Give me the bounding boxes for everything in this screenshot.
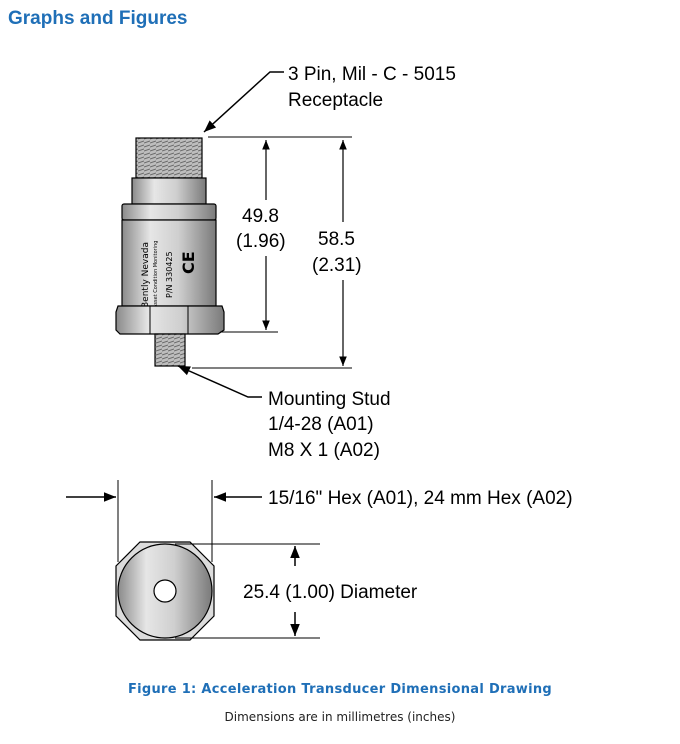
hex-label: 15/16" Hex (A01), 24 mm Hex (A02) (268, 488, 573, 509)
diameter-label: 25.4 (1.00) Diameter (243, 582, 418, 603)
stud-label-line1: Mounting Stud (268, 389, 391, 410)
connector-label-line2: Receptacle (288, 90, 383, 111)
connector-label-line1: 3 Pin, Mil - C - 5015 (288, 64, 456, 85)
units-note: Dimensions are in millimetres (inches) (224, 710, 456, 724)
sensor-side-view: Bently Nevada Asset Condition Monitoring… (115, 137, 225, 367)
body-height-in: (1.96) (236, 231, 286, 252)
sensor-markings: Bently Nevada Asset Condition Monitoring… (141, 241, 198, 308)
connector-thread (135, 137, 203, 179)
body-height-dimension: 49.8 (1.96) (236, 140, 286, 330)
part-number-marking: P/N 330425 (165, 251, 174, 298)
body-height-mm: 49.8 (242, 206, 279, 227)
total-height-in: (2.31) (312, 255, 362, 276)
hex-nut (115, 305, 225, 335)
figure-caption: Figure 1: Acceleration Transducer Dimens… (127, 682, 553, 697)
section-title: Graphs and Figures (8, 8, 188, 29)
connector-collar (131, 177, 207, 205)
mounting-stud (154, 333, 186, 367)
stud-leader: Mounting Stud 1/4-28 (A01) M8 X 1 (A02) (177, 365, 391, 461)
sensor-bottom-view (115, 541, 215, 641)
diameter-dimension: 25.4 (1.00) Diameter (175, 543, 418, 639)
ce-mark: CE (179, 251, 198, 274)
brand-subtitle: Asset Condition Monitoring (153, 241, 159, 308)
sensor-body (121, 219, 217, 307)
connector-leader: 3 Pin, Mil - C - 5015 Receptacle (203, 64, 456, 133)
extension-lines (192, 136, 352, 369)
total-height-mm: 58.5 (318, 229, 355, 250)
stud-label-line2: 1/4-28 (A01) (268, 414, 374, 435)
stud-hole (153, 579, 177, 603)
brand-marking: Bently Nevada (141, 242, 151, 308)
body-ring (121, 203, 217, 221)
total-height-dimension: 58.5 (2.31) (312, 140, 362, 366)
hex-width-dimension: 15/16" Hex (A01), 24 mm Hex (A02) (66, 480, 573, 562)
stud-label-line3: M8 X 1 (A02) (268, 440, 380, 461)
